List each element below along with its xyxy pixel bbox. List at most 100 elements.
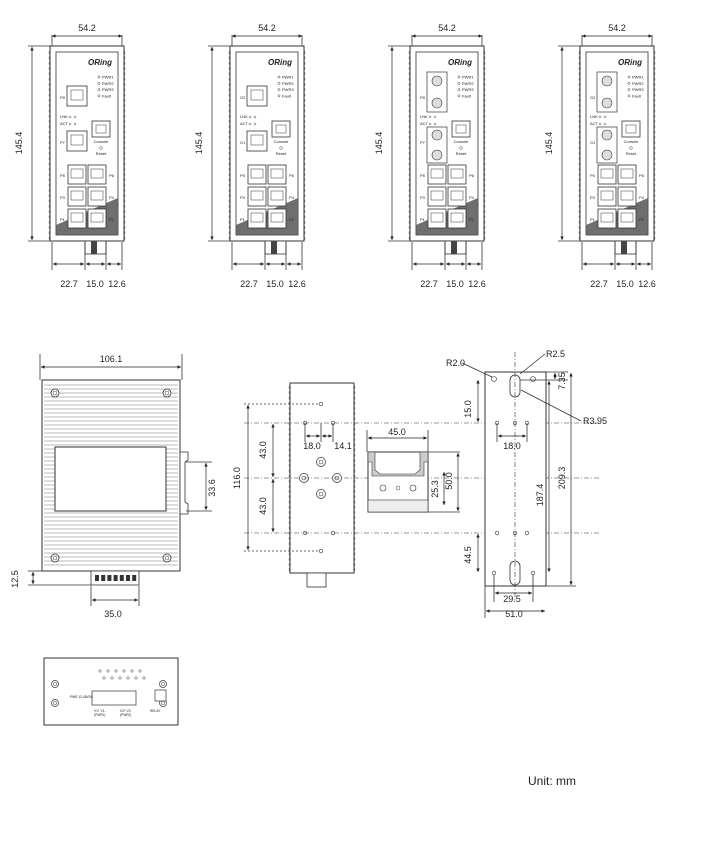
fin	[578, 166, 581, 173]
led-indicator	[457, 81, 461, 85]
height-dimension-text: 145.4	[14, 132, 24, 155]
fin	[483, 76, 486, 82]
fin	[228, 198, 231, 204]
fin	[408, 224, 411, 231]
mounting-hole	[491, 570, 497, 576]
led-indicator	[68, 122, 72, 126]
top-offset-text: 7.35	[557, 372, 567, 390]
bottom-width-text: 29.5	[503, 594, 521, 604]
bottom-dimension-text: 22.7	[420, 279, 438, 289]
led-label: Fault	[102, 93, 112, 98]
screw-hole-inner	[53, 682, 57, 686]
fin	[123, 219, 126, 226]
fin	[303, 214, 306, 220]
terminal-pin	[95, 575, 99, 581]
fin	[408, 97, 411, 104]
link-label: ACT	[240, 121, 249, 126]
fin	[353, 457, 356, 464]
rail-dimension-text: 33.6	[207, 479, 217, 497]
fin	[228, 192, 231, 199]
fin	[288, 421, 291, 427]
fin	[578, 102, 581, 109]
fin	[228, 60, 231, 67]
fin	[48, 182, 51, 188]
radius-label-top-right: R2.5	[546, 349, 565, 359]
port-label: P6	[469, 173, 475, 178]
brand-logo: ORing	[268, 58, 292, 67]
led-indicator	[603, 122, 607, 126]
ethernet-jack	[430, 212, 444, 223]
fin	[48, 214, 51, 220]
fiber-connector	[431, 97, 443, 109]
vent-hole	[130, 669, 134, 673]
fin	[288, 468, 291, 474]
fin	[483, 208, 486, 215]
link-label: ACT	[420, 121, 429, 126]
fin	[483, 65, 486, 72]
led-label: Fault	[282, 93, 292, 98]
ethernet-jack	[600, 212, 614, 223]
bottom-dimension-text: 22.7	[240, 279, 258, 289]
fin	[48, 134, 51, 141]
bottom-dimension-text: 15.0	[446, 279, 464, 289]
fin	[578, 124, 581, 130]
led-indicator	[73, 122, 77, 126]
fin	[288, 457, 291, 464]
fin	[288, 405, 291, 412]
fin	[123, 182, 126, 188]
led-indicator	[248, 122, 252, 126]
height-dimension-text: 50.0	[444, 472, 454, 490]
fin	[483, 134, 486, 141]
fin	[353, 478, 356, 484]
fin	[48, 230, 51, 236]
brand-logo: ORing	[448, 58, 472, 67]
led-indicator	[97, 94, 101, 98]
fin	[288, 561, 291, 568]
fin	[408, 187, 411, 194]
fin	[483, 177, 486, 183]
fin	[48, 219, 51, 226]
fin	[353, 410, 356, 417]
terminal-pin	[119, 575, 124, 581]
fin	[48, 49, 51, 56]
clip-hole	[395, 485, 401, 491]
bottom-dimension-text: 12.6	[288, 279, 306, 289]
fin	[578, 182, 581, 188]
fin	[653, 102, 656, 109]
fin	[353, 431, 356, 438]
fin	[408, 124, 411, 130]
fin	[303, 81, 306, 88]
ethernet-jack	[250, 89, 264, 101]
fin	[48, 97, 51, 104]
ethernet-port	[617, 208, 637, 229]
din-rail-bracket	[179, 451, 189, 515]
ethernet-port	[267, 186, 287, 207]
fin	[483, 108, 486, 114]
width-dimension-text: 54.2	[608, 23, 626, 33]
fin	[353, 390, 356, 396]
fin	[123, 86, 126, 93]
fin	[483, 145, 486, 151]
terminal-pin	[126, 575, 130, 581]
width-dimension-text: 106.1	[100, 354, 123, 364]
fin	[123, 171, 126, 178]
fin	[653, 49, 656, 56]
vent-hole	[134, 676, 138, 680]
vent-hole	[114, 669, 118, 673]
fin	[48, 187, 51, 194]
fin	[653, 65, 656, 72]
bottom-dimension-text: 22.7	[60, 279, 78, 289]
fin	[483, 155, 486, 162]
fin	[578, 235, 581, 241]
fin	[483, 124, 486, 130]
port-label: P2	[109, 217, 115, 222]
fin	[483, 230, 486, 236]
led-label: PWR3	[102, 87, 114, 92]
screw-hole-inner	[52, 555, 58, 561]
screw-hole-inner	[52, 390, 58, 396]
screw-hole	[50, 388, 60, 398]
fin	[123, 235, 126, 241]
fin	[353, 488, 356, 495]
v2-label: V2+ V2-	[120, 709, 132, 713]
ethernet-jack	[70, 134, 84, 146]
